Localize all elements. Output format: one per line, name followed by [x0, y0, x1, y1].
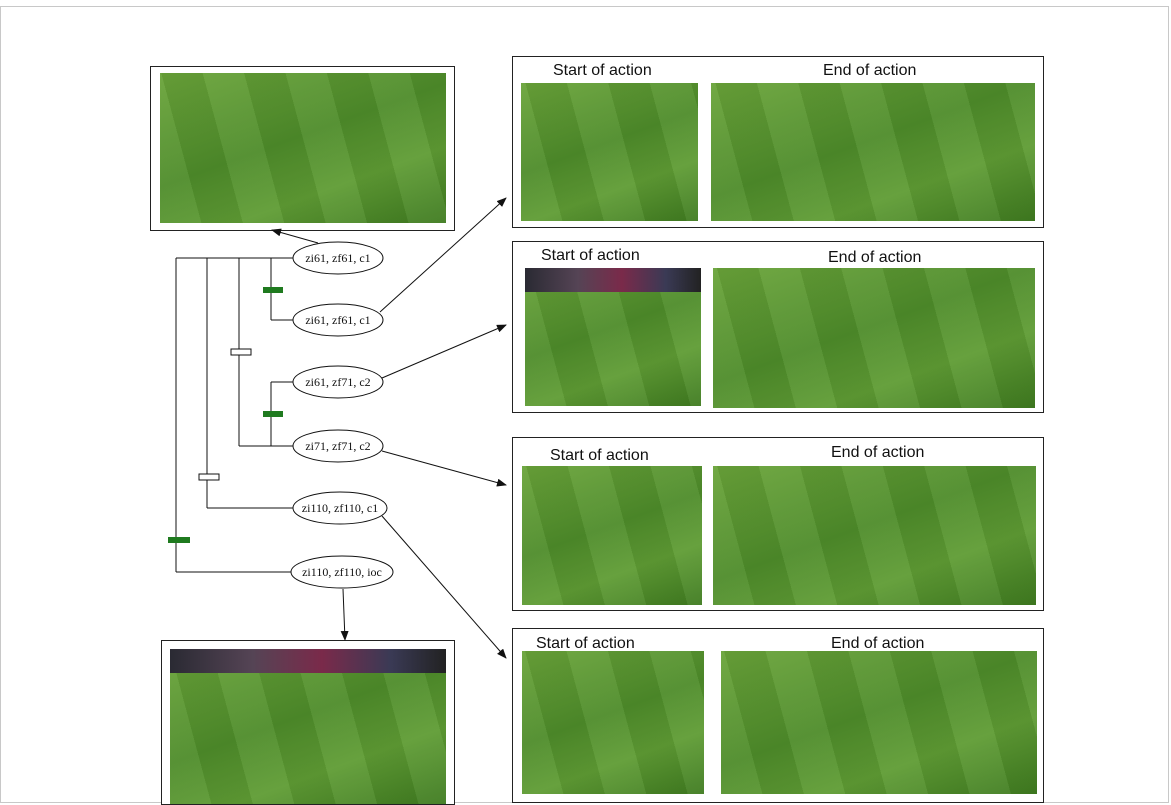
node-label: zi61, zf61, c1 — [305, 313, 370, 327]
edge-marker-hollow — [230, 348, 252, 356]
node-label: zi61, zf61, c1 — [305, 251, 370, 265]
node-ellipse — [292, 491, 388, 525]
arrow-to-panel-2 — [381, 324, 507, 379]
action-panel-4: Start of action End of action — [512, 628, 1044, 803]
frame-end-4 — [721, 651, 1037, 794]
frame-start-4 — [522, 651, 704, 794]
caption-start-3: Start of action — [550, 447, 649, 464]
arrow-to-overview-top — [271, 228, 319, 244]
edge-marker-filled — [168, 537, 190, 543]
tree-nodes — [290, 241, 394, 589]
edge-marker-hollow — [198, 473, 220, 481]
arrow-to-panel-3 — [381, 450, 507, 487]
edge-marker-filled — [263, 411, 283, 417]
node-label: zi110, zf110, c1 — [302, 501, 378, 515]
action-panel-2: Start of action End of action — [512, 241, 1044, 413]
node-label: zi110, zf110, ioc — [302, 565, 382, 579]
arrow-to-panel-1 — [379, 197, 507, 313]
node-label: zi71, zf71, c2 — [305, 439, 370, 453]
node-ellipse — [292, 429, 384, 463]
soccer-frame-overview-bottom — [170, 649, 446, 804]
node-ellipse — [290, 555, 394, 589]
node-ellipse — [292, 303, 384, 337]
frame-end-2 — [713, 268, 1035, 408]
frame-end-3 — [713, 466, 1036, 605]
edge-marker-filled — [263, 287, 283, 293]
caption-start-1: Start of action — [553, 62, 652, 79]
caption-end-2: End of action — [828, 249, 922, 266]
arrow-to-panel-4 — [381, 515, 507, 659]
caption-end-3: End of action — [831, 444, 925, 461]
frame-start-2 — [525, 268, 701, 406]
caption-end-4: End of action — [831, 635, 925, 652]
node-label: zi61, zf71, c2 — [305, 375, 370, 389]
action-panel-1: Start of action End of action — [512, 56, 1044, 228]
arrow-to-overview-bottom — [340, 588, 349, 641]
frame-end-1 — [711, 83, 1035, 221]
action-panel-3: Start of action End of action — [512, 437, 1044, 611]
soccer-frame-overview-top — [160, 73, 446, 223]
caption-end-1: End of action — [823, 62, 917, 79]
caption-start-2: Start of action — [541, 247, 640, 264]
frame-start-1 — [521, 83, 698, 221]
overview-frame-top — [150, 66, 455, 231]
node-ellipse — [292, 365, 384, 399]
frame-start-3 — [522, 466, 702, 605]
node-ellipse — [292, 241, 384, 275]
caption-start-4: Start of action — [536, 635, 635, 652]
